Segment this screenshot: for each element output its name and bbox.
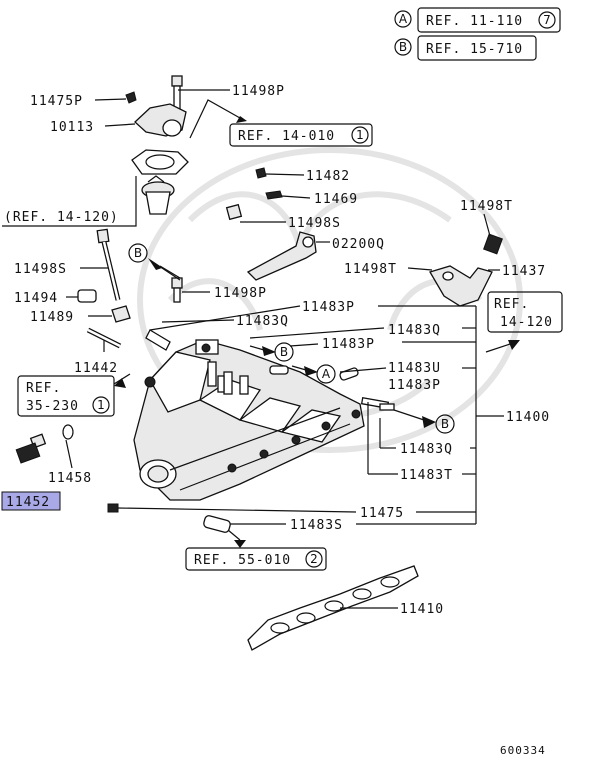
ref-14-120-right[interactable]: REF. 14-120 — [487, 291, 563, 333]
ref-14-120-right-line1: REF. — [494, 297, 529, 312]
label-11483Q-b[interactable]: 11483Q — [388, 323, 441, 338]
ref-55-010-text: REF. 55-010 — [194, 553, 291, 568]
label-11494[interactable]: 11494 — [14, 291, 58, 306]
ref-35-230-line1: REF. — [26, 381, 61, 396]
leaders-top-left — [2, 89, 247, 227]
ref-a-letter: A — [399, 12, 408, 26]
label-11498T-mid[interactable]: 11498T — [344, 262, 397, 277]
ref-14-010-num: 1 — [356, 128, 364, 142]
label-11400[interactable]: 11400 — [506, 410, 550, 425]
label-11452[interactable]: 11452 — [6, 495, 50, 510]
label-11483Q-a[interactable]: 11483Q — [236, 314, 289, 329]
label-11483P-a[interactable]: 11483P — [302, 300, 355, 315]
ref-b-text: REF. 15-710 — [426, 42, 523, 57]
ref-b-letter: B — [399, 40, 407, 54]
label-11437[interactable]: 11437 — [502, 264, 546, 279]
label-11483T[interactable]: 11483T — [400, 468, 453, 483]
label-11498S-left[interactable]: 11498S — [14, 262, 67, 277]
ref-14-010-text: REF. 14-010 — [238, 129, 335, 144]
label-11475P[interactable]: 11475P — [30, 94, 83, 109]
label-11475[interactable]: 11475 — [360, 506, 404, 521]
label-11442[interactable]: 11442 — [74, 361, 118, 376]
marker-a: A — [322, 367, 331, 381]
ref-a-legend[interactable]: A REF. 11-110 7 — [394, 7, 561, 33]
marker-b-2: B — [280, 345, 288, 359]
label-11489[interactable]: 11489 — [30, 310, 74, 325]
marker-b-1: B — [134, 246, 142, 260]
ref-14-120-right-line2: 14-120 — [500, 315, 553, 330]
marker-arrows: B B A B — [128, 243, 455, 434]
ref-a-text: REF. 11-110 — [426, 14, 523, 29]
ref-a-num: 7 — [543, 13, 551, 27]
label-11498S-top[interactable]: 11498S — [288, 216, 341, 231]
label-11483P-b[interactable]: 11483P — [322, 337, 375, 352]
label-11498P-top[interactable]: 11498P — [232, 84, 285, 99]
label-11458[interactable]: 11458 — [48, 471, 92, 486]
leaders-right — [107, 305, 520, 525]
ref-35-230-line2: 35-230 — [26, 399, 79, 414]
label-11469[interactable]: 11469 — [314, 192, 358, 207]
highlight-11452 — [1, 491, 61, 511]
label-11498T-top[interactable]: 11498T — [460, 199, 513, 214]
intake-manifold — [133, 329, 390, 501]
label-11483S[interactable]: 11483S — [290, 518, 343, 533]
label-11498P-mid[interactable]: 11498P — [214, 286, 267, 301]
thermostat-housing-group — [125, 75, 189, 215]
label-02200Q[interactable]: 02200Q — [332, 237, 385, 252]
ref-55-010[interactable]: REF. 55-010 2 — [185, 547, 327, 571]
gasket-11410 — [247, 565, 419, 651]
label-11483Q-c[interactable]: 11483Q — [400, 442, 453, 457]
label-11483P-c[interactable]: 11483P — [388, 378, 441, 393]
ref-14-010[interactable]: REF. 14-010 1 — [229, 123, 373, 147]
ref-14-120-left[interactable]: (REF. 14-120) — [4, 210, 119, 225]
marker-b-3: B — [441, 417, 449, 431]
label-11482[interactable]: 11482 — [306, 169, 350, 184]
diagram-id: 600334 — [500, 744, 546, 757]
left-parts — [15, 228, 210, 469]
label-10113[interactable]: 10113 — [50, 120, 94, 135]
upper-small-parts — [225, 167, 503, 307]
ref-35-230-num: 1 — [97, 398, 105, 412]
ref-35-230[interactable]: REF. 35-230 1 — [17, 375, 115, 417]
label-11483U[interactable]: 11483U — [388, 361, 441, 376]
pipe-11483S — [203, 515, 246, 548]
label-11410[interactable]: 11410 — [400, 602, 444, 617]
ref-55-010-num: 2 — [310, 552, 318, 566]
ref-b-legend[interactable]: B REF. 15-710 — [394, 35, 537, 61]
